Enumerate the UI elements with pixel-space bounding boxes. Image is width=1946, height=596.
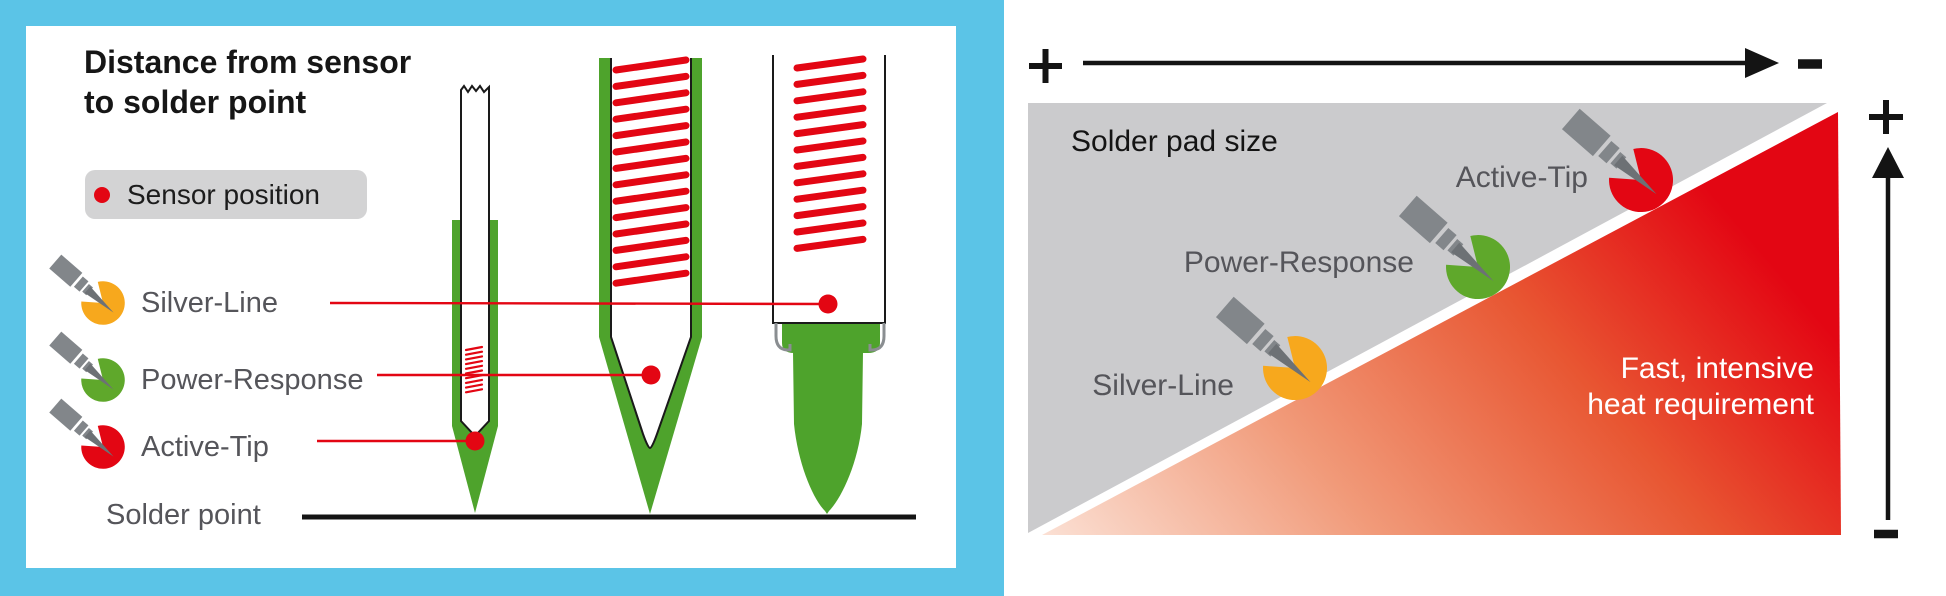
y-axis: [1869, 100, 1904, 539]
silver-line-icon: [49, 254, 125, 325]
tip-illustration-power: [599, 56, 702, 514]
active-tip-icon: [49, 398, 125, 469]
legend-label-active-tip: Active-Tip: [141, 431, 269, 463]
arrowhead-up: [1872, 147, 1904, 178]
sensor-dot-active: [465, 431, 485, 451]
plus-icon: [1029, 49, 1062, 83]
solder-point-label: Solder point: [106, 499, 261, 531]
heater-coil-small: [464, 345, 484, 394]
heater-coil-medium: [612, 56, 690, 287]
solder-pad-area: [1028, 103, 1827, 533]
sensor-dot-icon: [94, 186, 110, 203]
chart-label-power-response: Power-Response: [1183, 246, 1414, 279]
sensor-dot-silver: [818, 294, 838, 314]
plus-icon-vertical: [1869, 100, 1903, 134]
page-title: Distance from sensor to solder point: [84, 44, 412, 120]
heat-requirement-area: [1042, 112, 1841, 535]
solder-pad-size-label: Solder pad size: [1071, 125, 1278, 158]
legend-label-silver-line: Silver-Line: [141, 287, 278, 319]
tip-illustration-silver: [772, 55, 886, 514]
sensor-connectors: [317, 294, 838, 451]
chart-label-active-tip: Active-Tip: [1455, 161, 1588, 194]
legend-label-power-response: Power-Response: [141, 364, 364, 396]
sensor-dot-power: [641, 365, 661, 385]
arrowhead-right: [1745, 48, 1779, 78]
chart-label-silver-line: Silver-Line: [1092, 369, 1234, 402]
sensor-position-label: Sensor position: [127, 178, 321, 210]
sensor-position-badge: Sensor position: [85, 170, 367, 219]
heat-requirement-note: Fast, intensive heat requirement: [1587, 352, 1814, 421]
power-response-icon: [49, 331, 125, 402]
heater-coil-large: [793, 55, 867, 252]
x-axis: [1029, 48, 1822, 83]
